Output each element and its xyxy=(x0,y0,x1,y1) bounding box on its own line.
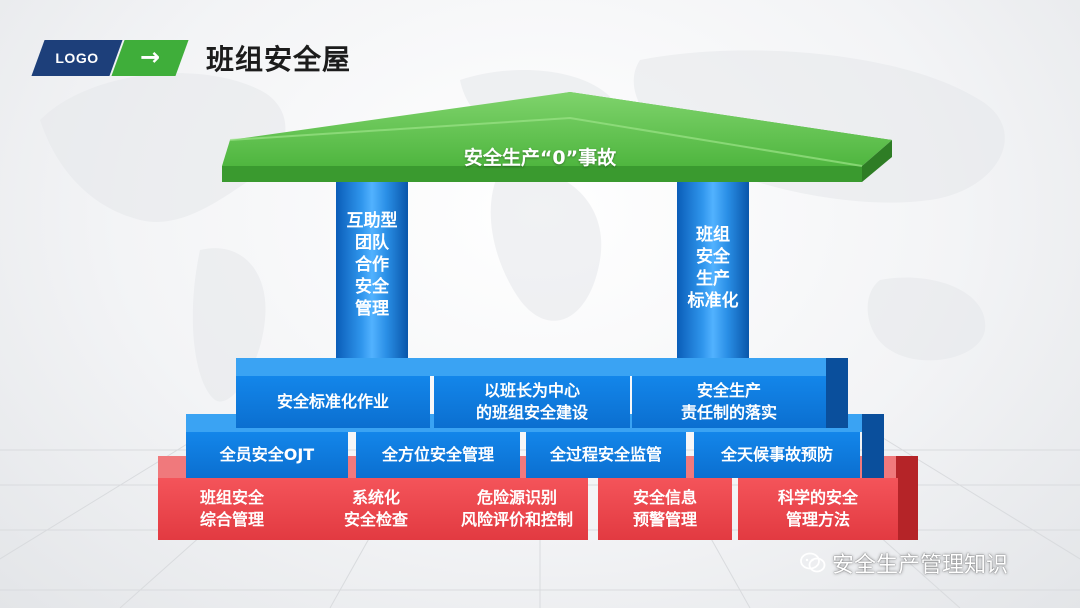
pillar-left-line: 团队 xyxy=(355,233,389,253)
page-title: 班组安全屋 xyxy=(206,43,352,76)
block-label: 全方位安全管理 xyxy=(381,445,494,464)
top-block: 安全生产责任制的落实 xyxy=(632,358,848,428)
block-label: 科学的安全 xyxy=(777,488,858,507)
block-label: 预警管理 xyxy=(632,510,697,529)
pillar-left-label: 互助型 团队 合作 安全 管理 xyxy=(327,210,417,320)
pillar-right-line: 安全 xyxy=(696,247,730,267)
pillar-right-label: 班组 安全 生产 标准化 xyxy=(668,224,758,312)
pillar-left-line: 管理 xyxy=(355,299,389,319)
watermark-text: 安全生产管理知识 xyxy=(832,553,1009,578)
pillar-right-line: 标准化 xyxy=(687,291,739,311)
block-label: 安全信息 xyxy=(632,488,697,507)
top-block: 安全标准化作业 xyxy=(236,358,442,428)
pillar-left xyxy=(336,182,408,370)
block-label: 危险源识别 xyxy=(476,488,557,507)
block-label: 安全检查 xyxy=(343,510,408,529)
block-label: 风险评价和控制 xyxy=(460,510,573,529)
block-label: 的班组安全建设 xyxy=(475,403,588,422)
watermark: 安全生产管理知识 xyxy=(800,547,1008,579)
block-label: 全过程安全监管 xyxy=(549,445,662,464)
block-label: 以班长为中心 xyxy=(483,381,580,400)
top-block: 以班长为中心的班组安全建设 xyxy=(434,358,642,428)
pillar-left-line: 安全 xyxy=(355,277,389,297)
pillar-right-line: 生产 xyxy=(696,269,730,289)
block-label: 全天候事故预防 xyxy=(720,445,833,464)
block-label: 责任制的落实 xyxy=(680,403,777,422)
pillar-left-line: 互助型 xyxy=(346,211,398,231)
block-label: 安全生产 xyxy=(696,381,761,400)
block-label: 班组安全 xyxy=(199,488,264,507)
roof-label: 安全生产“0”事故 xyxy=(463,147,617,169)
block-label: 系统化 xyxy=(351,488,400,507)
block-label: 全员安全OJT xyxy=(219,445,315,464)
wechat-icon xyxy=(800,552,826,573)
pillar-left-line: 合作 xyxy=(355,255,389,275)
block-label: 综合管理 xyxy=(199,510,264,529)
pillar-right xyxy=(677,182,749,370)
logo-text: LOGO xyxy=(55,50,99,66)
pillar-right-line: 班组 xyxy=(696,225,730,245)
arrow-right-icon: → xyxy=(139,43,161,71)
block-label: 管理方法 xyxy=(785,510,850,529)
base-block: 危险源识别风险评价和控制 xyxy=(446,456,596,540)
block-label: 安全标准化作业 xyxy=(276,392,389,411)
